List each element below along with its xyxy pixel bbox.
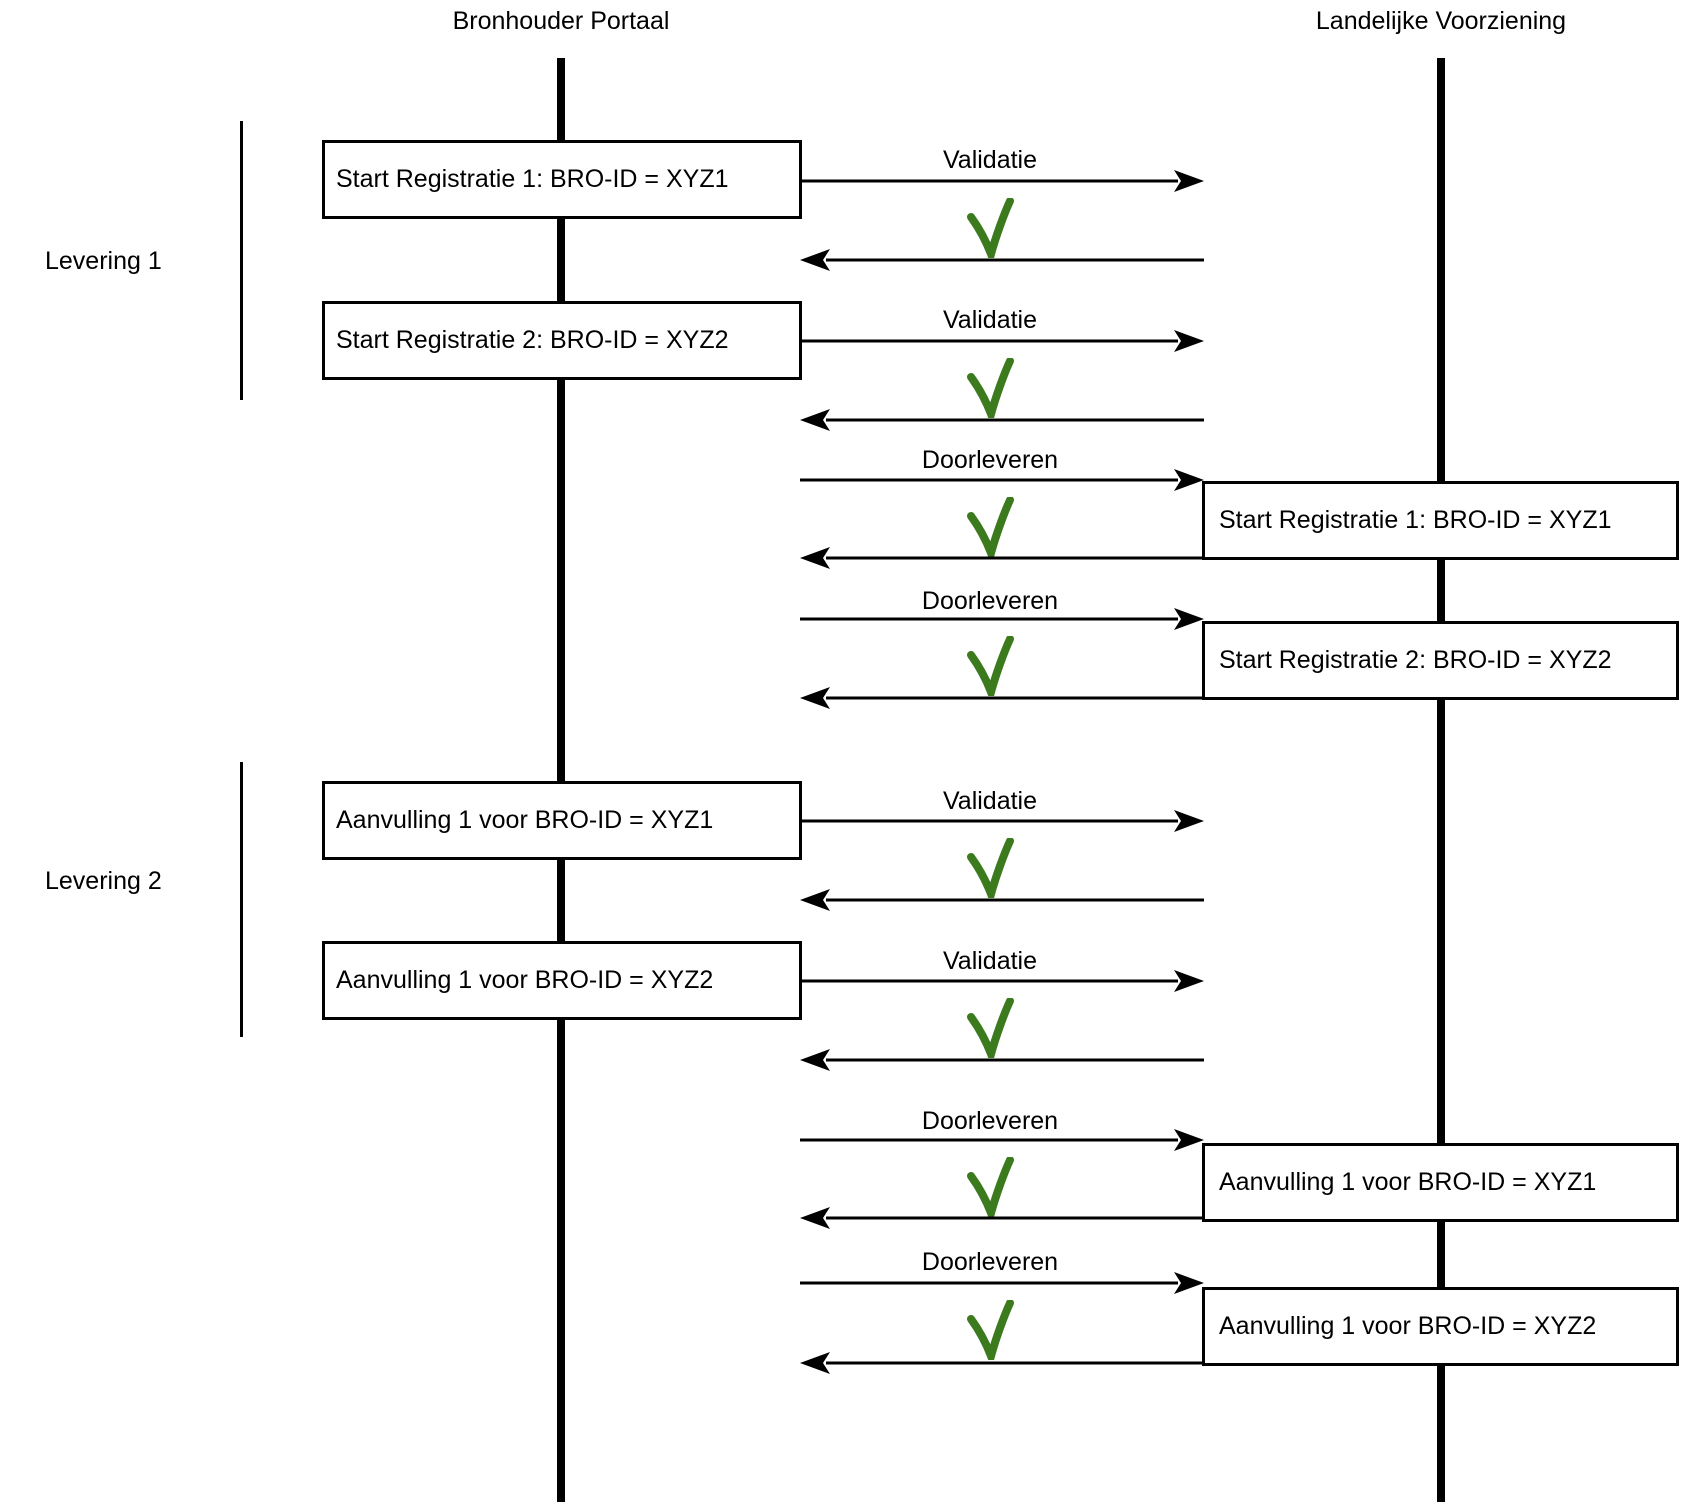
response-arrow-left [800, 249, 1204, 271]
message-box-lv-start-registratie-2: Start Registratie 2: BRO-ID = XYZ2 [1202, 621, 1679, 700]
success-check-icon [967, 1300, 1014, 1360]
response-arrow-left [800, 687, 1204, 709]
group-label-levering-2: Levering 2 [45, 867, 162, 895]
arrow-label-doorleveren-1: Doorleveren [921, 446, 1059, 474]
request-arrow-right [800, 330, 1204, 352]
response-arrow-left [800, 547, 1204, 569]
response-arrow-left [800, 1207, 1204, 1229]
response-arrow-left [800, 1049, 1204, 1071]
response-arrow-left [800, 1352, 1204, 1374]
request-arrow-right [800, 608, 1204, 630]
request-arrow-right [800, 170, 1204, 192]
success-check-icon [967, 998, 1014, 1058]
success-check-icon [967, 636, 1014, 696]
request-arrow-right [800, 970, 1204, 992]
lane-header-bronhouder-portaal: Bronhouder Portaal [452, 7, 670, 35]
request-arrow-right [800, 469, 1204, 491]
arrow-label-validatie-1: Validatie [942, 146, 1038, 174]
group-label-levering-1: Levering 1 [45, 247, 162, 275]
message-box-start-registratie-2: Start Registratie 2: BRO-ID = XYZ2 [322, 301, 802, 380]
arrow-label-doorleveren-4: Doorleveren [921, 1248, 1059, 1276]
success-check-icon [967, 497, 1014, 557]
group-bracket-levering-1 [240, 121, 243, 400]
response-arrow-left [800, 409, 1204, 431]
message-box-lv-aanvulling-1-xyz1: Aanvulling 1 voor BRO-ID = XYZ1 [1202, 1143, 1679, 1222]
message-box-lv-aanvulling-1-xyz2: Aanvulling 1 voor BRO-ID = XYZ2 [1202, 1287, 1679, 1366]
message-box-aanvulling-1-xyz1: Aanvulling 1 voor BRO-ID = XYZ1 [322, 781, 802, 860]
success-check-icon [967, 358, 1014, 418]
lifeline-bronhouder-portaal [557, 58, 565, 1502]
request-arrow-right [800, 1272, 1204, 1294]
success-check-icon [967, 838, 1014, 898]
arrow-label-validatie-4: Validatie [942, 947, 1038, 975]
arrow-label-doorleveren-2: Doorleveren [921, 587, 1059, 615]
message-box-aanvulling-1-xyz2: Aanvulling 1 voor BRO-ID = XYZ2 [322, 941, 802, 1020]
request-arrow-right [800, 810, 1204, 832]
success-check-icon [967, 1157, 1014, 1217]
arrow-label-doorleveren-3: Doorleveren [921, 1107, 1059, 1135]
lifeline-landelijke-voorziening [1437, 58, 1445, 1502]
group-bracket-levering-2 [240, 762, 243, 1037]
success-check-icon [967, 198, 1014, 258]
message-box-lv-start-registratie-1: Start Registratie 1: BRO-ID = XYZ1 [1202, 481, 1679, 560]
response-arrow-left [800, 889, 1204, 911]
lane-header-landelijke-voorziening: Landelijke Voorziening [1315, 7, 1567, 35]
arrow-label-validatie-2: Validatie [942, 306, 1038, 334]
message-box-start-registratie-1: Start Registratie 1: BRO-ID = XYZ1 [322, 140, 802, 219]
arrow-label-validatie-3: Validatie [942, 787, 1038, 815]
request-arrow-right [800, 1129, 1204, 1151]
